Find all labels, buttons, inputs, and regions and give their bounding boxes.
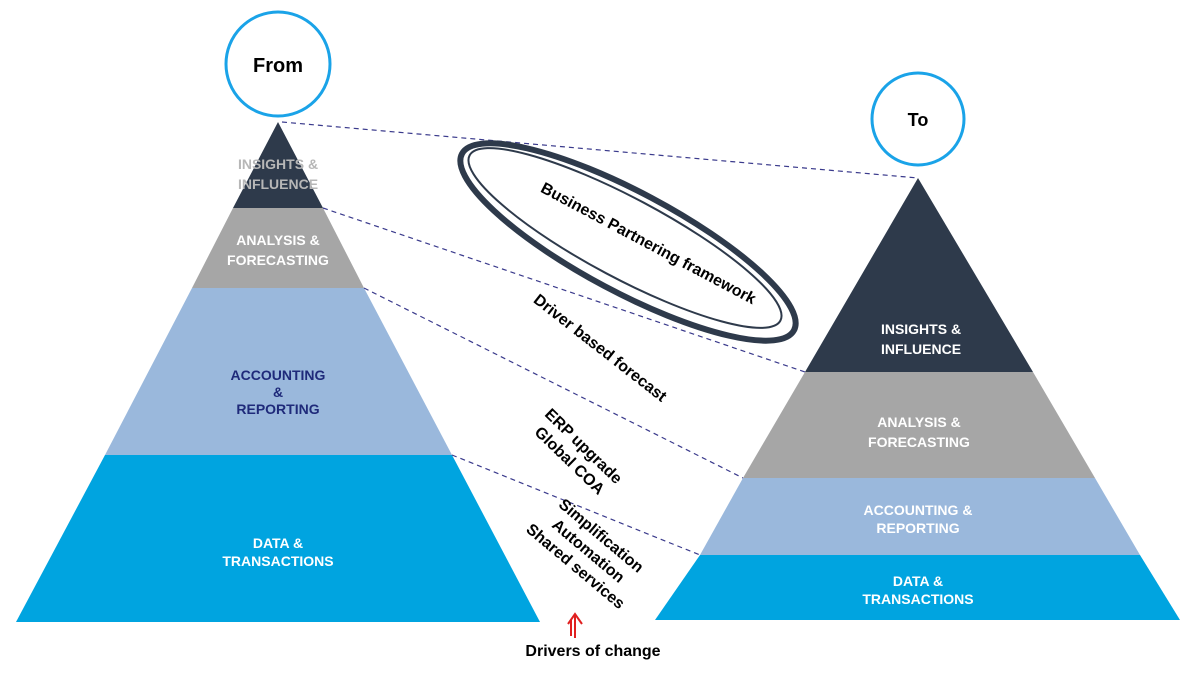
to-data-label-1: DATA &	[893, 573, 943, 589]
drivers-of-change-caption: Drivers of change	[525, 643, 660, 660]
from-analysis-label-1: ANALYSIS &	[236, 232, 320, 248]
to-badge-ring	[870, 71, 966, 167]
up-arrow-icon	[567, 612, 583, 638]
ops-driver: Simplification Automation Shared service…	[523, 496, 647, 613]
to-insights-label-2: INFLUENCE	[881, 341, 961, 357]
to-pyramid: INSIGHTS & INFLUENCE ANALYSIS & FORECAST…	[655, 178, 1180, 620]
from-badge-ring	[224, 10, 332, 118]
from-accounting-label-1: ACCOUNTING	[231, 367, 326, 383]
to-layer-data	[655, 555, 1180, 620]
from-data-label-1: DATA &	[253, 535, 303, 551]
to-data-label-2: TRANSACTIONS	[862, 591, 973, 607]
to-accounting-label-2: REPORTING	[876, 520, 959, 536]
to-insights-label-1: INSIGHTS &	[881, 321, 961, 337]
to-layer-analysis	[743, 372, 1095, 478]
from-accounting-label-2: &	[273, 384, 283, 400]
to-accounting-label-1: ACCOUNTING &	[864, 502, 973, 518]
to-badge-label: To	[908, 110, 929, 130]
connector-apex	[281, 121, 919, 179]
from-data-label-2: TRANSACTIONS	[222, 553, 333, 569]
to-layer-insights	[805, 178, 1033, 372]
from-pyramid: INSIGHTS & INFLUENCE ANALYSIS & FORECAST…	[16, 122, 540, 622]
from-layer-analysis	[192, 208, 364, 288]
connector-insights	[322, 207, 806, 373]
from-accounting-label-3: REPORTING	[236, 401, 319, 417]
business-partnering-callout: Business Partnering framework	[457, 140, 799, 344]
to-layer-accounting	[700, 478, 1140, 555]
partnering-ellipse-inner	[467, 147, 783, 329]
connector-lines	[281, 121, 919, 556]
erp-driver: ERP upgrade Global COA	[531, 406, 625, 499]
partnering-ellipse-outer	[457, 140, 799, 344]
connector-analysis	[363, 287, 744, 479]
to-badge: To	[870, 71, 966, 167]
from-insights-label-2: INFLUENCE	[238, 176, 318, 192]
to-analysis-label-1: ANALYSIS &	[877, 414, 961, 430]
from-layer-insights	[233, 122, 323, 208]
from-badge-label: From	[253, 55, 303, 77]
to-analysis-label-2: FORECASTING	[868, 434, 970, 450]
from-layer-accounting	[105, 288, 452, 455]
from-badge: From	[224, 10, 332, 118]
from-layer-data	[16, 455, 540, 622]
from-analysis-label-2: FORECASTING	[227, 252, 329, 268]
from-insights-label-1: INSIGHTS &	[238, 156, 318, 172]
